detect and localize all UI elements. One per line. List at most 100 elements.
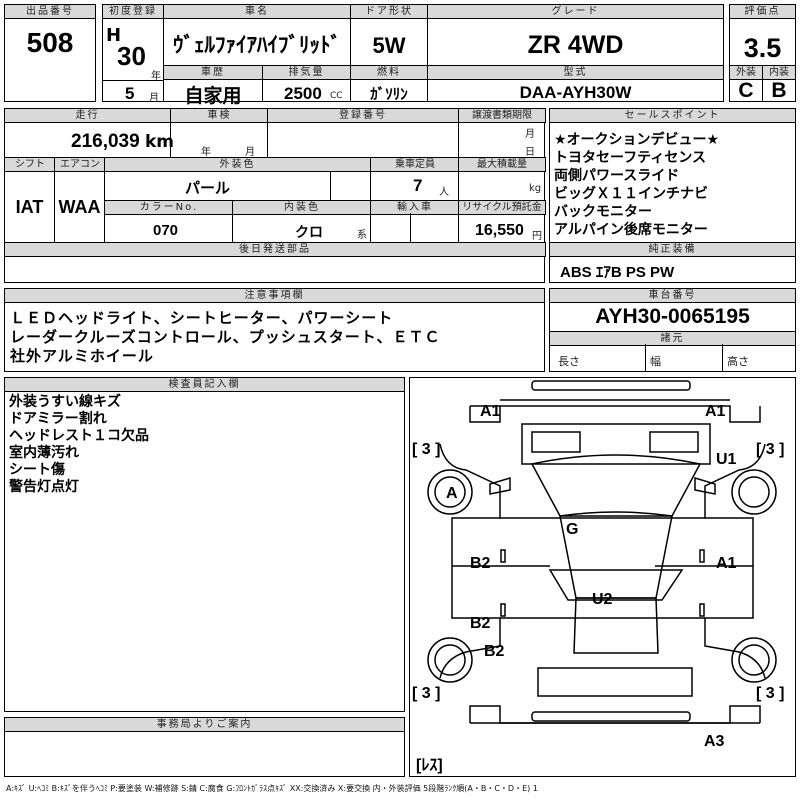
tire-grade-tr: [ 3 ] bbox=[756, 441, 784, 458]
bonnet-outline bbox=[521, 423, 711, 465]
mileage-label: 走行 bbox=[4, 108, 171, 123]
grade-box: グレード ZR 4WD 型式 DAA-AYH30W bbox=[427, 4, 724, 102]
sales-point-item: トヨタセーフティセンス bbox=[554, 150, 707, 166]
genuine-equipment: ABS ｴｱB PS PW bbox=[560, 264, 675, 281]
first-registration-box: 初度登録 H 30 年 5 月 bbox=[102, 4, 164, 104]
mark-a1-right: A1 bbox=[705, 403, 726, 420]
length-label: 長さ bbox=[558, 355, 580, 368]
recycle-unit: 円 bbox=[532, 231, 542, 242]
km-unit: km bbox=[145, 132, 175, 152]
chassis-number: AYH30-0065195 bbox=[595, 305, 750, 328]
score-box: 評価点 3.5 外装 内装 C B bbox=[729, 4, 796, 102]
tire-grade-tl: [ 3 ] bbox=[412, 441, 440, 458]
sales-point-item: ★オークションデビュー★ bbox=[554, 132, 720, 148]
sales-point-item: バックモニター bbox=[554, 204, 652, 220]
tire-grade-bl: [ 3 ] bbox=[412, 685, 440, 702]
tire-grade-br: [ 3 ] bbox=[756, 685, 784, 702]
type-label: 型式 bbox=[427, 65, 724, 80]
door-box: ドア形状 5W 燃料 ｶﾞｿﾘﾝ bbox=[350, 4, 428, 103]
interior-color: クロ bbox=[295, 225, 323, 241]
aircon: WAA bbox=[58, 197, 101, 217]
car-damage-diagram: A1 A1 U1 A G B2 A1 U2 B2 B2 A3 [ 3 ] [ 3… bbox=[412, 380, 784, 774]
width-label: 幅 bbox=[650, 355, 661, 368]
registration-month: 5 bbox=[125, 84, 135, 103]
mark-g: G bbox=[566, 521, 578, 538]
history-label: 車歴 bbox=[163, 65, 263, 80]
genuine-equipment-label: 純正装備 bbox=[549, 242, 796, 257]
lot-number-label: 出品番号 bbox=[4, 4, 96, 19]
color-label: 外装色 bbox=[104, 157, 371, 172]
cc-unit: CC bbox=[330, 91, 343, 101]
front-bumper-bar bbox=[531, 380, 691, 391]
exterior-grade: C bbox=[738, 79, 754, 102]
damage-diagram-box: A1 A1 U1 A G B2 A1 U2 B2 B2 A3 [ 3 ] [ 3… bbox=[409, 377, 796, 777]
body-front-outline bbox=[469, 405, 761, 423]
inspector-line: 警告灯点灯 bbox=[9, 479, 79, 495]
specs-label: 諸元 bbox=[549, 331, 796, 346]
details-box: 走行 車検 登録番号 譲渡書類期限 216,039 km 年 月 月 日 シフト… bbox=[4, 108, 546, 283]
interior-grade: B bbox=[771, 79, 787, 102]
inspector-line: ドアミラー割れ bbox=[9, 411, 107, 427]
sales-points-list: ★オークションデビュー★ トヨタセーフティセンス 両側パワースライド ビッグＸ１… bbox=[554, 131, 719, 239]
vehicle-history: 自家用 bbox=[184, 85, 242, 107]
mark-b2-c: B2 bbox=[484, 643, 505, 660]
model-box: 車名 ｳﾞｪﾙﾌｧｲｱﾊｲﾌﾞﾘｯﾄﾞ 車歴 排気量 自家用 2500 CC bbox=[163, 4, 351, 107]
front-right-tire bbox=[731, 469, 777, 515]
spare-tire: [ﾚｽ] bbox=[416, 757, 443, 774]
rear-left-tire bbox=[427, 637, 473, 683]
mark-b2-b: B2 bbox=[470, 615, 491, 632]
mark-a1-left: A1 bbox=[480, 403, 501, 420]
fuel: ｶﾞｿﾘﾝ bbox=[370, 85, 408, 103]
interior-color-unit: 系 bbox=[357, 230, 367, 241]
capacity: 7 bbox=[413, 176, 423, 195]
inspection-month-unit: 月 bbox=[245, 147, 255, 158]
shift: IAT bbox=[15, 197, 44, 217]
sales-points-box: セールスポイント ★オークションデビュー★ トヨタセーフティセンス 両側パワース… bbox=[549, 108, 796, 283]
sales-point-item: アルパイン後席モニター bbox=[554, 222, 708, 238]
mark-u1: U1 bbox=[716, 451, 737, 468]
transfer-day-unit: 日 bbox=[525, 147, 535, 158]
recycle-fee: 16,550 bbox=[475, 222, 524, 239]
notes-label: 注意事項欄 bbox=[4, 288, 545, 303]
maxload-unit: kg bbox=[529, 183, 542, 194]
fuel-label: 燃料 bbox=[350, 65, 428, 80]
inspection-label: 車検 bbox=[170, 108, 269, 123]
chassis-label: 車台番号 bbox=[549, 288, 796, 303]
exterior-grade-label: 外装 bbox=[729, 65, 763, 80]
month-unit: 月 bbox=[149, 93, 159, 104]
lot-number: 508 bbox=[26, 27, 74, 58]
score-label: 評価点 bbox=[729, 4, 796, 19]
later-parts-label: 後日発送部品 bbox=[4, 242, 546, 257]
aircon-label: エアコン bbox=[54, 157, 106, 172]
mark-a3: A3 bbox=[704, 733, 725, 750]
height-label: 高さ bbox=[727, 355, 749, 368]
rear-right-tire bbox=[731, 637, 777, 683]
capacity-label: 乗車定員 bbox=[370, 157, 460, 172]
notes-box: 注意事項欄 ＬＥＤヘッドライト、シートヒーター、パワーシート レーダークルーズコ… bbox=[4, 288, 545, 372]
chassis-box: 車台番号 AYH30-0065195 諸元 長さ 幅 高さ bbox=[549, 288, 796, 372]
color-no-label: カラーNo. bbox=[104, 200, 234, 215]
transfer-label: 譲渡書類期限 bbox=[458, 108, 546, 123]
maxload-label: 最大積載量 bbox=[458, 157, 546, 172]
mark-a-left: A bbox=[446, 485, 458, 502]
office-box: 事務局よりご案内 bbox=[4, 717, 405, 777]
color-number: 070 bbox=[153, 222, 179, 239]
note-line: ＬＥＤヘッドライト、シートヒーター、パワーシート bbox=[10, 309, 394, 327]
score: 3.5 bbox=[743, 33, 782, 63]
inspector-label: 検査員記入欄 bbox=[4, 377, 405, 392]
exterior-color: パール bbox=[185, 179, 231, 197]
front-left-tire bbox=[427, 469, 473, 515]
first-registration-label: 初度登録 bbox=[102, 4, 164, 19]
year-unit: 年 bbox=[151, 71, 161, 82]
interior-color-label: 内装色 bbox=[232, 200, 372, 215]
mileage: 216,039 bbox=[71, 131, 140, 152]
sales-point-item: 両側パワースライド bbox=[554, 168, 680, 184]
grade: ZR 4WD bbox=[527, 31, 624, 59]
note-line: レーダークルーズコントロール、プッシュスタート、ＥＴＣ bbox=[10, 328, 441, 346]
note-line: 社外アルミホイール bbox=[10, 347, 154, 365]
regno-label: 登録番号 bbox=[267, 108, 459, 123]
inspector-line: シート傷 bbox=[9, 462, 65, 478]
mark-a1-mid: A1 bbox=[716, 555, 737, 572]
windshield-outline bbox=[530, 454, 702, 517]
capacity-unit: 人 bbox=[439, 187, 449, 198]
